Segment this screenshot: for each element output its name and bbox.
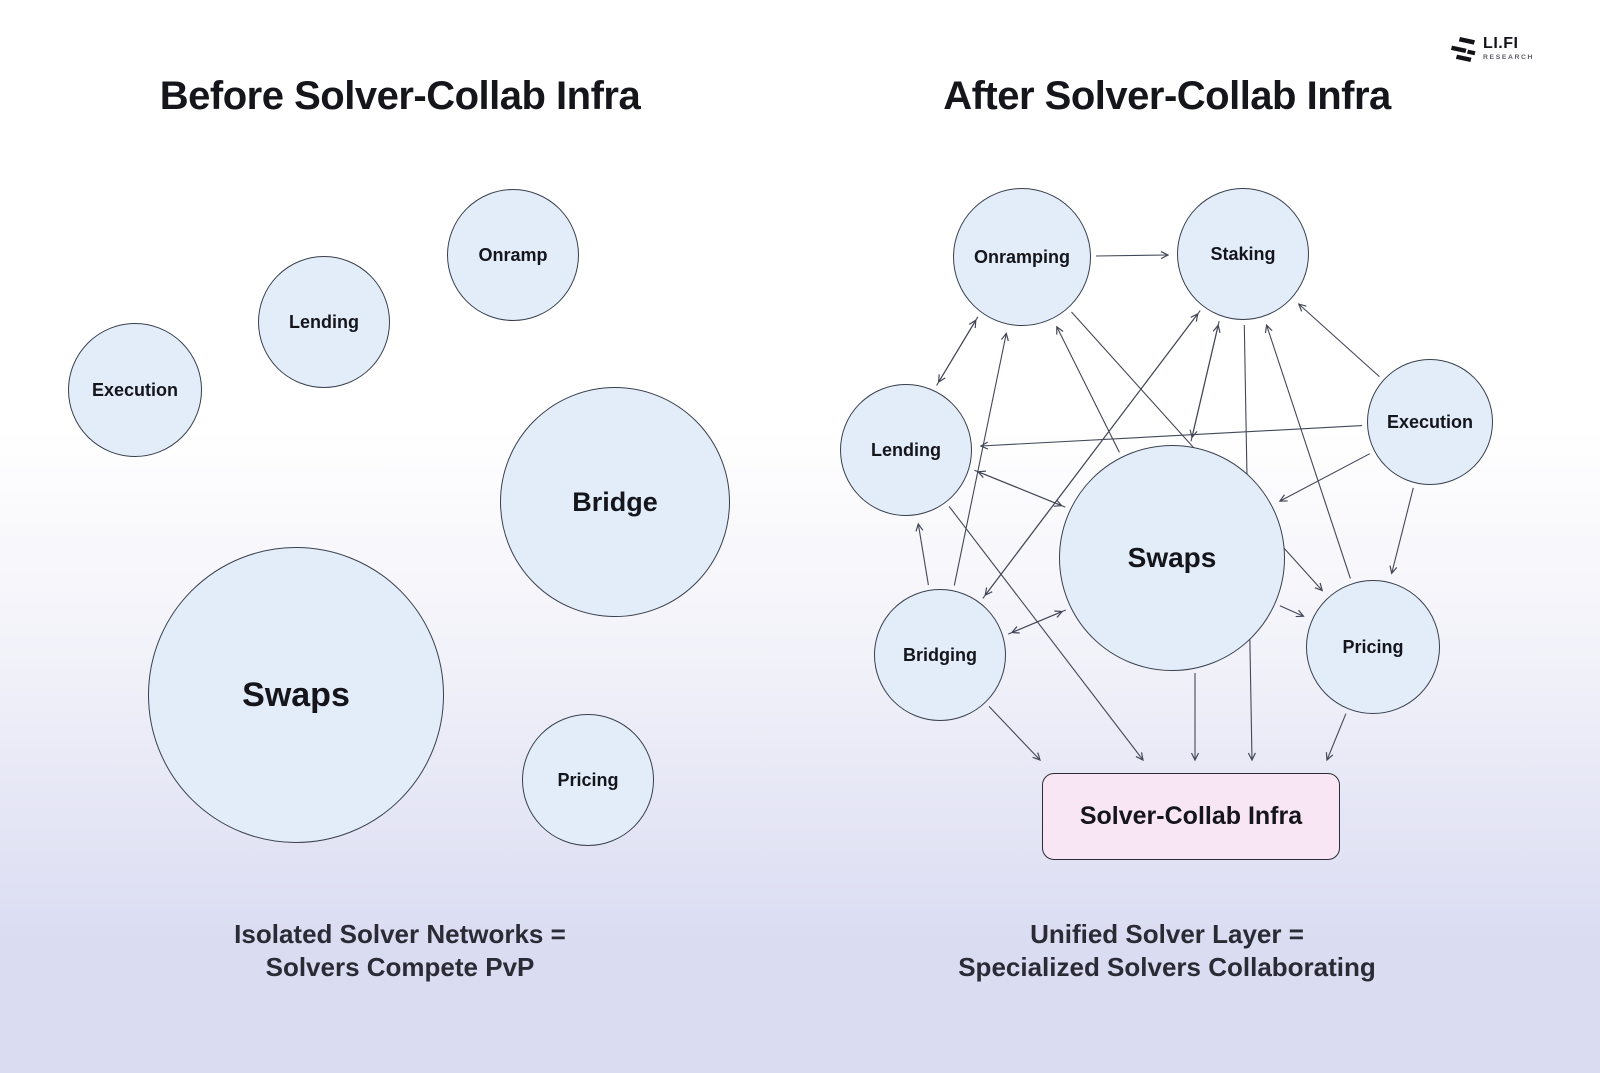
node-label: Bridging <box>903 644 977 665</box>
edge-execution-to-swaps <box>1280 453 1371 501</box>
node-before-bridge: Bridge <box>500 387 730 617</box>
edge-onramping-to-staking <box>1095 255 1168 256</box>
node-label: Staking <box>1210 243 1276 264</box>
node-label: Pricing <box>557 769 619 790</box>
node-after-swaps: Swaps <box>1059 445 1285 671</box>
node-before-pricing: Pricing <box>522 714 654 846</box>
node-label: Execution <box>91 379 179 400</box>
node-before-lending: Lending <box>258 256 390 388</box>
lifi-wordmark: LI.FI RESEARCH <box>1483 36 1534 62</box>
node-after-bridging: Bridging <box>874 589 1006 721</box>
node-after-lending: Lending <box>840 384 972 516</box>
before-caption-line2: Solvers Compete PvP <box>265 952 535 983</box>
after-caption: Unified Solver Layer = Specialized Solve… <box>877 918 1457 984</box>
lifi-brand-text: LI.FI <box>1483 35 1519 52</box>
after-caption-line1: Unified Solver Layer = <box>1030 919 1304 949</box>
after-title: After Solver-Collab Infra <box>943 74 1391 118</box>
edge-execution-to-lending <box>981 425 1363 446</box>
node-label: Onramp <box>478 244 548 265</box>
node-label: Lending <box>289 311 359 332</box>
edge-pricing-to-infra <box>1327 713 1347 760</box>
node-label: Swaps <box>242 675 350 714</box>
node-before-swaps: Swaps <box>148 547 444 843</box>
before-caption-line1: Isolated Solver Networks = <box>234 919 566 949</box>
lifi-sub-text: RESEARCH <box>1483 54 1534 61</box>
node-after-pricing: Pricing <box>1306 580 1440 714</box>
node-label: Swaps <box>1127 542 1217 573</box>
edge-pricing-to-staking <box>1267 325 1351 579</box>
node-after-execution: Execution <box>1367 359 1493 485</box>
edge-bridging-to-infra <box>988 706 1040 760</box>
node-label: Execution <box>1386 411 1474 432</box>
after-caption-line2: Specialized Solvers Collaborating <box>958 952 1376 983</box>
node-label: Lending <box>871 439 941 460</box>
edge-swaps-to-lending <box>978 472 1066 508</box>
node-before-execution: Execution <box>68 323 202 457</box>
node-before-onramp: Onramp <box>447 189 579 321</box>
edge-staking-to-swaps <box>1192 321 1220 437</box>
lifi-research-logo: LI.FI RESEARCH <box>1450 36 1534 66</box>
edge-swaps-to-pricing <box>1279 605 1304 616</box>
edge-bridging-to-lending <box>918 524 929 586</box>
solver-collab-infra-box: Solver-Collab Infra <box>1042 773 1340 860</box>
node-after-onramping: Onramping <box>953 188 1091 326</box>
node-after-staking: Staking <box>1177 188 1309 320</box>
edge-execution-to-pricing <box>1392 487 1414 573</box>
edge-swaps-to-onramping <box>1057 327 1120 453</box>
edge-execution-to-staking <box>1299 304 1380 378</box>
edge-onramping-to-lending <box>939 316 979 382</box>
edge-staking-to-bridging <box>985 310 1201 596</box>
before-caption: Isolated Solver Networks = Solvers Compe… <box>110 918 690 984</box>
before-title: Before Solver-Collab Infra <box>159 74 641 118</box>
edge-bridging-to-onramping <box>953 333 1006 586</box>
node-label: Pricing <box>1342 636 1404 657</box>
node-label: Bridge <box>572 486 658 517</box>
edge-bridging-to-swaps <box>1007 612 1062 635</box>
lifi-logo-icon <box>1450 37 1476 62</box>
solver-collab-infra-label: Solver-Collab Infra <box>1079 802 1303 830</box>
node-label: Onramping <box>973 246 1070 267</box>
edge-lending-to-infra <box>948 506 1143 760</box>
